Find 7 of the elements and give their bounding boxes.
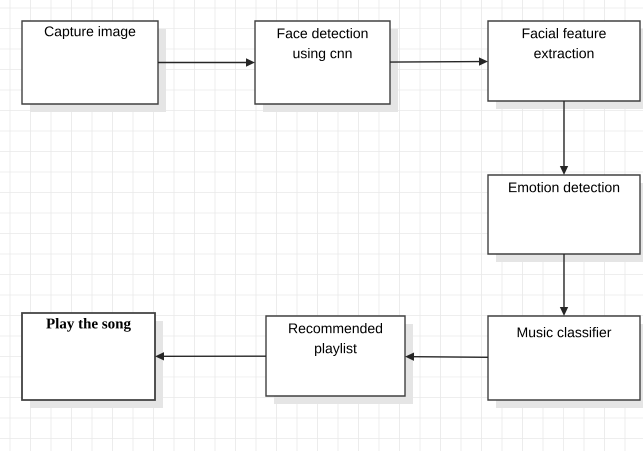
process-box: Play the song (21, 312, 156, 401)
process-box: Music classifier (487, 315, 641, 401)
process-box: Facial feature extraction (487, 20, 641, 102)
process-box: Emotion detection (487, 174, 641, 255)
process-box: Capture image (21, 20, 159, 105)
process-box: Face detection using cnn (254, 20, 391, 105)
process-box: Recommended playlist (265, 315, 406, 397)
